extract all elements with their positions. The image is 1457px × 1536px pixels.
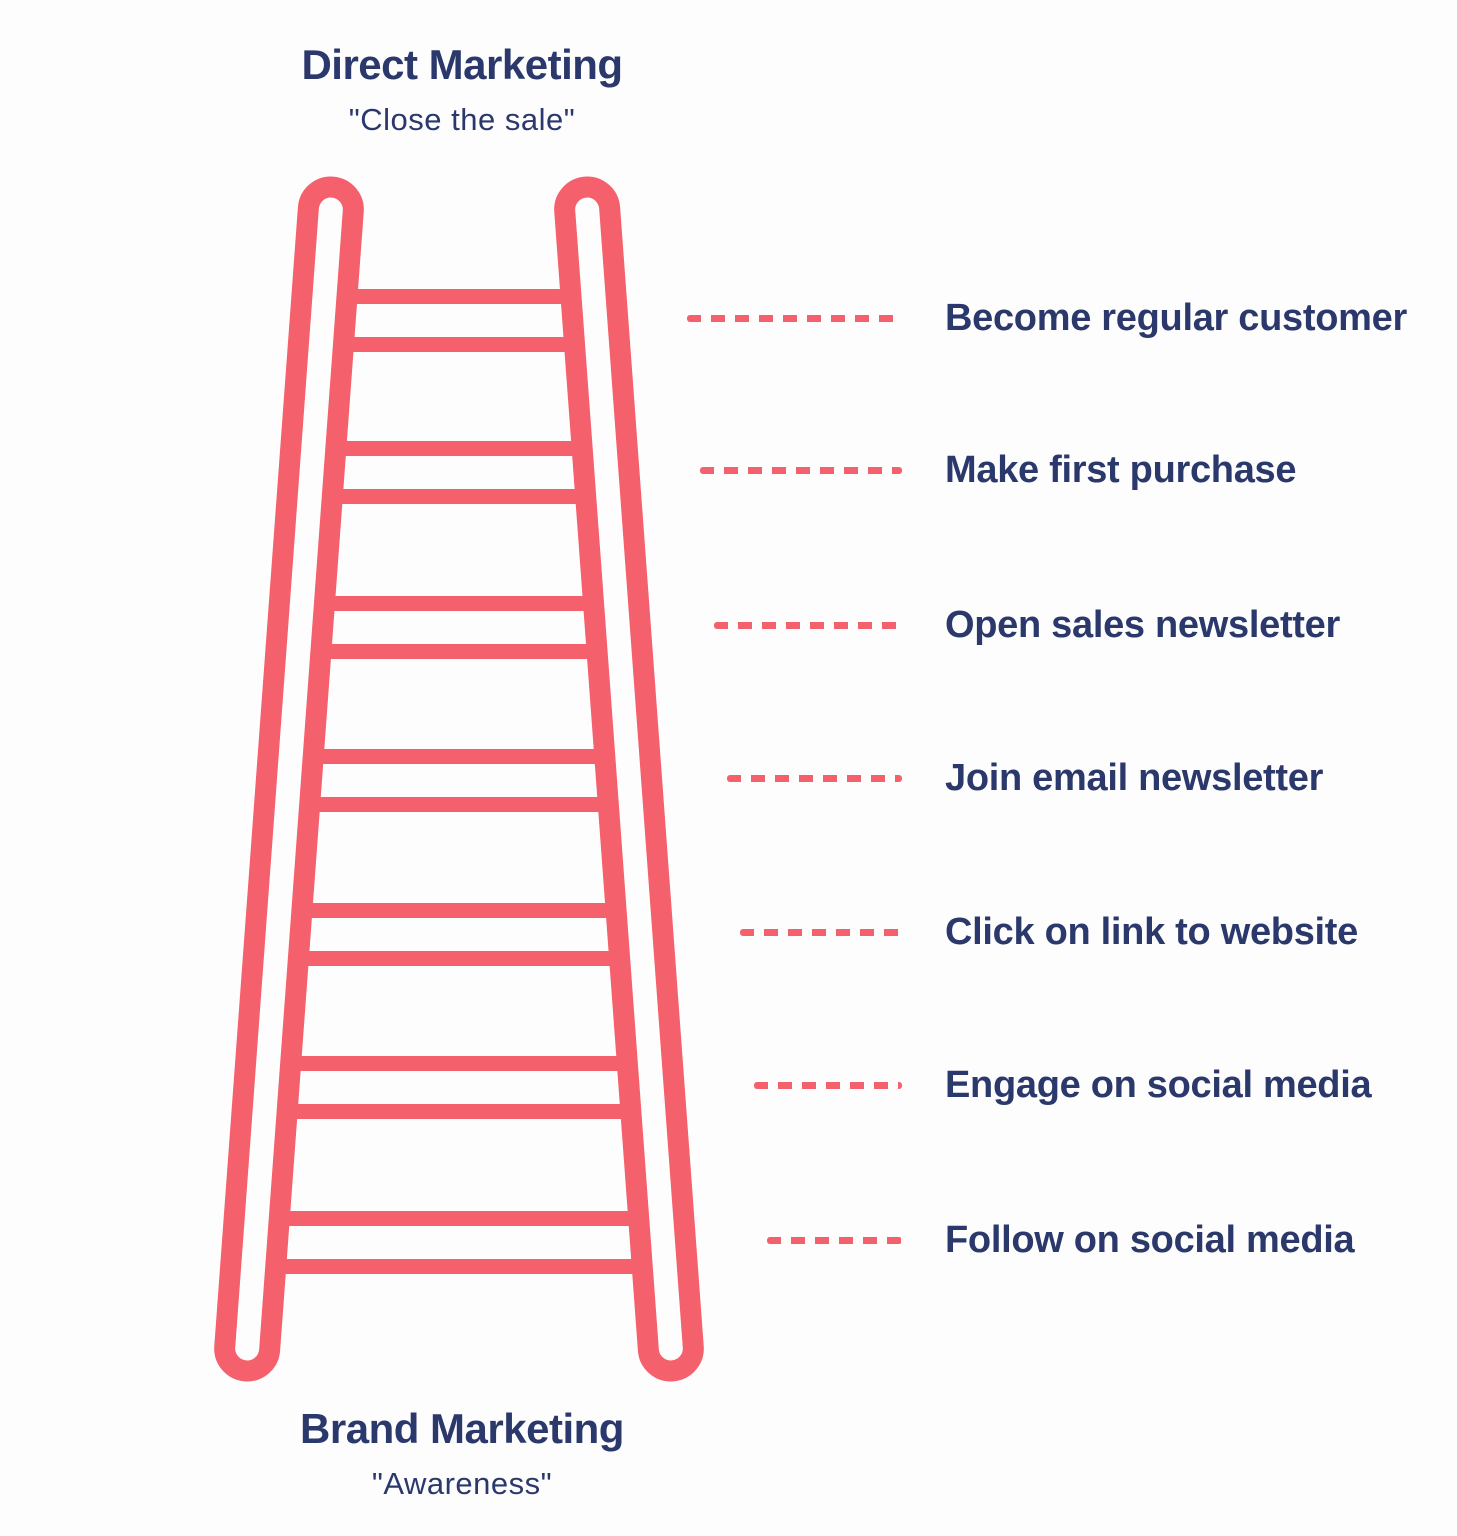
callout-dash-line [753, 1081, 902, 1089]
ladder-rung [296, 1055, 622, 1071]
ladder-rung [348, 336, 569, 352]
step-label: Open sales newsletter [945, 604, 1340, 646]
direct-marketing-subtitle: "Close the sale" [348, 102, 576, 138]
brand-marketing-subtitle: "Awareness" [371, 1466, 553, 1502]
ladder-rung [318, 748, 600, 764]
direct-marketing-title: Direct Marketing [301, 41, 623, 88]
step-label: Engage on social media [945, 1064, 1372, 1106]
callout-dash-line [700, 466, 902, 474]
ladder-left-rail [211, 174, 367, 1384]
ladder-rung [337, 488, 581, 504]
ladder-rung [281, 1258, 637, 1274]
step-label: Click on link to website [945, 911, 1358, 953]
callout-dash-line [766, 1236, 902, 1244]
ladder-rung [307, 902, 611, 918]
ladder-rung [292, 1103, 626, 1119]
ladder-rung [284, 1210, 634, 1226]
step-label: Make first purchase [945, 449, 1297, 491]
ladder-rung [329, 595, 589, 611]
step-label: Join email newsletter [945, 757, 1324, 799]
ladder-rung [326, 643, 592, 659]
top-caption: Direct Marketing "Close the sale" [162, 41, 762, 138]
ladder-rung [352, 288, 566, 304]
bottom-caption: Brand Marketing "Awareness" [162, 1405, 762, 1502]
callout-dash-line [713, 621, 902, 629]
callout-dash-line [726, 774, 902, 782]
ladder-rung [315, 796, 603, 812]
brand-marketing-title: Brand Marketing [300, 1405, 624, 1452]
ladder-rung [341, 440, 577, 456]
ladder-rung [303, 950, 615, 966]
step-label: Become regular customer [945, 297, 1407, 339]
ladder-right-rail [551, 174, 707, 1384]
callout-dash-line [740, 928, 902, 936]
step-label: Follow on social media [945, 1219, 1355, 1261]
callout-dash-line [687, 314, 902, 322]
